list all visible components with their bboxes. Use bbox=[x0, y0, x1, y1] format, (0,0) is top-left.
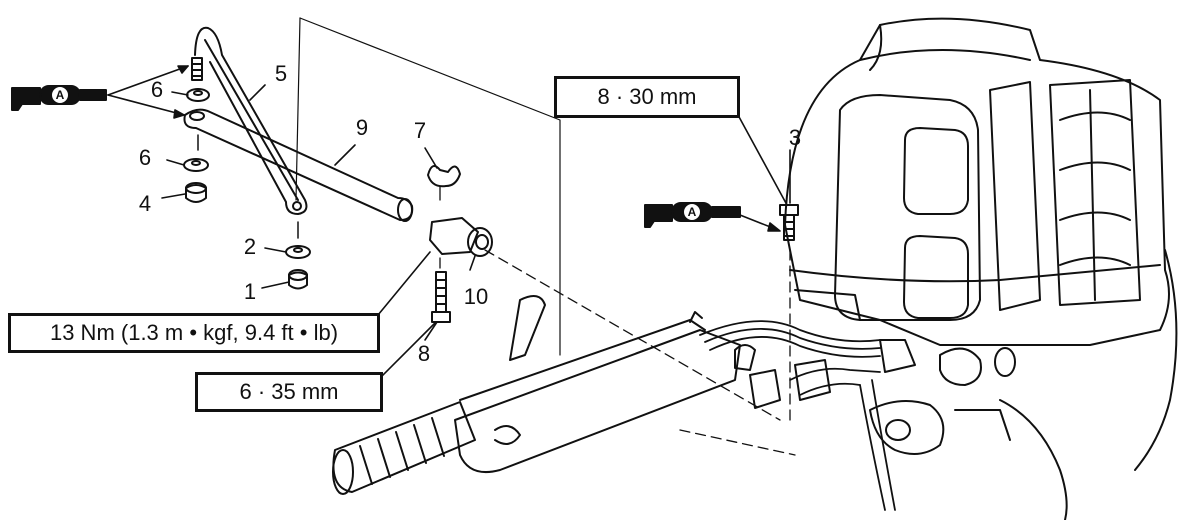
callout-7: 7 bbox=[413, 118, 427, 143]
callout-4: 4 bbox=[138, 191, 152, 216]
nut-4 bbox=[185, 182, 207, 203]
bar-9 bbox=[183, 108, 414, 222]
grease-arrow-right bbox=[739, 214, 781, 232]
callout-6-lower: 6 bbox=[138, 145, 152, 170]
callout-3: 3 bbox=[788, 125, 802, 150]
clamp-10 bbox=[429, 217, 493, 269]
callout-6-upper: 6 bbox=[150, 77, 164, 102]
callout-2: 2 bbox=[243, 234, 257, 259]
wing-nut-7 bbox=[427, 165, 461, 201]
callout-10: 10 bbox=[463, 284, 489, 309]
grease-arrows-left bbox=[107, 65, 189, 119]
grease-gun-icon-right bbox=[644, 202, 741, 228]
bolt-8 bbox=[431, 271, 451, 323]
outboard-engine bbox=[784, 17, 1178, 520]
threaded-end bbox=[191, 57, 203, 81]
washer-6-lower bbox=[183, 158, 209, 172]
callout-1: 1 bbox=[243, 279, 257, 304]
grease-gun-icon-left bbox=[11, 85, 107, 111]
spec-box-bolt-6x35: 6 · 35 mm bbox=[195, 372, 383, 412]
bolt-3 bbox=[779, 204, 799, 241]
callout-8: 8 bbox=[417, 341, 431, 366]
wiring-harness bbox=[699, 320, 896, 511]
rod-5 bbox=[194, 26, 308, 215]
callout-5: 5 bbox=[274, 61, 288, 86]
construction-plane bbox=[295, 17, 561, 356]
leader-lines bbox=[161, 84, 791, 379]
connectors bbox=[734, 339, 1016, 409]
spec-box-torque: 13 Nm (1.3 m • kgf, 9.4 ft • lb) bbox=[8, 313, 380, 353]
grease-marker-left: A bbox=[55, 88, 65, 102]
alignment-dash-lines bbox=[484, 249, 796, 456]
spec-box-bolt-8x30: 8 · 30 mm bbox=[554, 76, 740, 118]
tiller-handle bbox=[454, 295, 741, 474]
callout-9: 9 bbox=[355, 115, 369, 140]
washer-2 bbox=[285, 245, 311, 259]
nut-1 bbox=[288, 269, 308, 290]
washer-6-upper bbox=[186, 88, 210, 102]
grease-marker-right: A bbox=[687, 205, 697, 219]
throttle-grip bbox=[332, 401, 476, 495]
